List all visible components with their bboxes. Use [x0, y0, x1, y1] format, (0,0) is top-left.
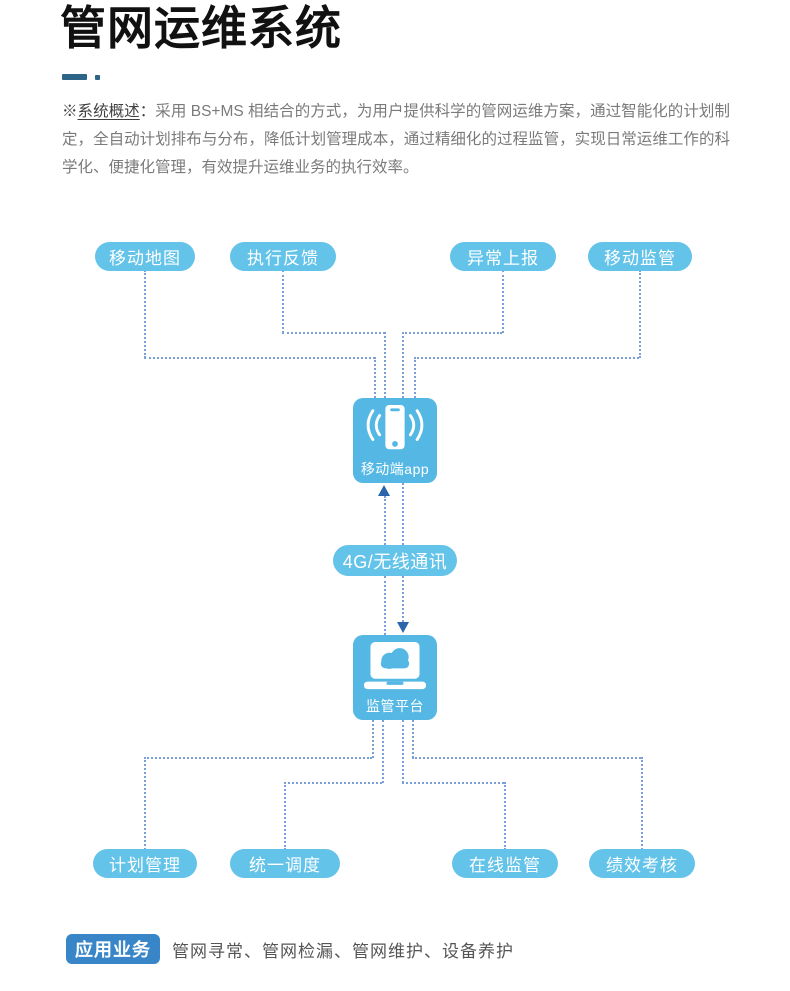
connector-line: [402, 782, 504, 784]
connector-line: [402, 576, 404, 622]
mobile-phone-icon: [366, 404, 424, 450]
application-business-row: 应用业务 管网寻常、管网检漏、管网维护、设备养护: [66, 934, 514, 964]
connector-line: [412, 720, 414, 758]
connector-line: [402, 720, 404, 783]
page-title: 管网运维系统: [60, 2, 342, 54]
connector-line: [414, 357, 639, 359]
application-business-items: 管网寻常、管网检漏、管网维护、设备养护: [172, 941, 514, 961]
node-execution-feedback[interactable]: 执行反馈: [230, 242, 336, 271]
connector-line: [384, 496, 386, 545]
arrow-down-icon: [397, 622, 409, 633]
node-exception-report[interactable]: 异常上报: [450, 242, 556, 271]
link-4g-wireless-label: 4G/无线通讯: [333, 545, 457, 576]
connector-line: [282, 270, 284, 333]
decor-bar: [62, 74, 87, 80]
connector-line: [374, 357, 376, 398]
node-performance-assessment[interactable]: 绩效考核: [589, 849, 695, 878]
system-overview-paragraph: ※系统概述：采用 BS+MS 相结合的方式，为用户提供科学的管网运维方案，通过智…: [62, 98, 730, 182]
node-online-supervision[interactable]: 在线监管: [452, 849, 558, 878]
mobile-app-box-label: 移动端app: [360, 461, 430, 477]
connector-line: [144, 357, 375, 359]
connector-line: [639, 270, 641, 358]
connector-line: [504, 782, 506, 850]
laptop-cloud-icon: [363, 641, 427, 690]
overview-lead-label: 系统概述: [77, 103, 140, 120]
node-unified-dispatch[interactable]: 统一调度: [230, 849, 340, 878]
application-business-badge: 应用业务: [66, 934, 160, 964]
node-plan-management[interactable]: 计划管理: [93, 849, 197, 878]
title-underline-decor: [62, 74, 100, 82]
connector-line: [502, 270, 504, 333]
connector-line: [284, 782, 286, 850]
node-mobile-supervision[interactable]: 移动监管: [588, 242, 692, 271]
connector-line: [144, 757, 372, 759]
decor-dot: [95, 75, 100, 80]
connector-line: [144, 757, 146, 850]
arrow-up-icon: [378, 485, 390, 496]
connector-line: [384, 576, 386, 635]
overview-colon: ：: [139, 103, 156, 120]
overview-marker: ※: [62, 103, 78, 120]
overview-body-text: 采用 BS+MS 相结合的方式，为用户提供科学的管网运维方案，通过智能化的计划制…: [62, 103, 730, 176]
connector-line: [402, 332, 502, 334]
connector-line: [402, 332, 404, 398]
connector-line: [384, 332, 386, 398]
connector-line: [414, 357, 416, 398]
connector-line: [282, 332, 385, 334]
connector-line: [284, 782, 382, 784]
mobile-app-box[interactable]: 移动端app: [353, 398, 437, 483]
connector-line: [402, 483, 404, 545]
connector-line: [641, 757, 643, 850]
connector-line: [372, 720, 374, 758]
connector-line: [412, 757, 641, 759]
node-mobile-map[interactable]: 移动地图: [95, 242, 195, 271]
supervision-platform-box-label: 监管平台: [366, 698, 424, 714]
supervision-platform-box[interactable]: 监管平台: [353, 635, 437, 720]
connector-line: [382, 720, 384, 783]
connector-line: [144, 270, 146, 358]
